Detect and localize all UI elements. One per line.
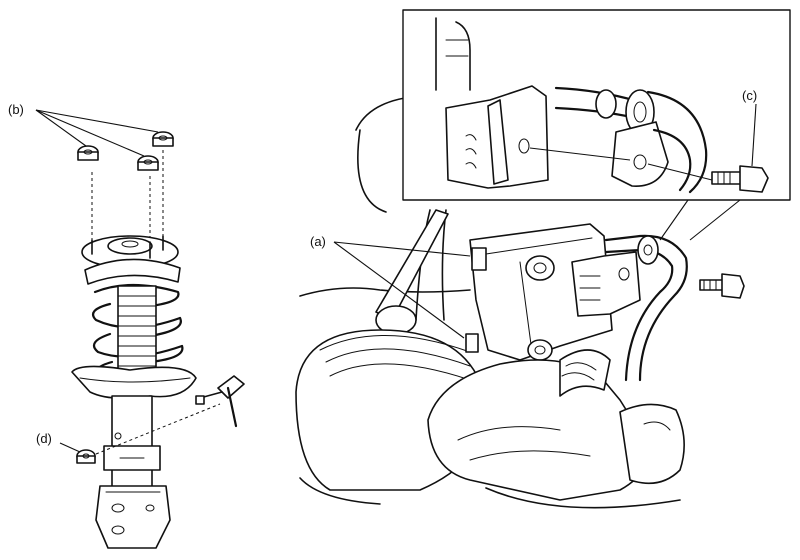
inset-hose-clip: [595, 89, 669, 187]
lower-nut-d: [76, 449, 96, 464]
brake-hose: [604, 234, 688, 382]
knuckle-installation: [295, 95, 745, 509]
upper-nut-right: [152, 131, 174, 147]
label-d: (d): [36, 431, 52, 446]
bolt-c-inset: [711, 165, 769, 193]
callout-d: (d): [36, 431, 81, 453]
callout-b: (b): [8, 102, 159, 157]
strut-boot: [117, 285, 157, 379]
detail-inset: [402, 9, 791, 241]
hose-bracket: [571, 251, 641, 317]
strut-assembly: [71, 131, 245, 549]
label-a: (a): [310, 234, 326, 249]
strut-body: [95, 395, 171, 549]
upper-nut-left: [77, 145, 99, 161]
brake-caliper: [427, 349, 648, 501]
label-c: (c): [742, 88, 757, 103]
callout-c: (c): [742, 88, 757, 167]
stabilizer-link: [195, 375, 245, 428]
label-b: (b): [8, 102, 24, 117]
callout-a: (a): [310, 234, 471, 339]
tie-rod: [375, 209, 449, 335]
knuckle-bracket: [465, 223, 613, 361]
upper-nut-middle: [137, 155, 159, 171]
bolt-c-lower: [699, 273, 745, 299]
